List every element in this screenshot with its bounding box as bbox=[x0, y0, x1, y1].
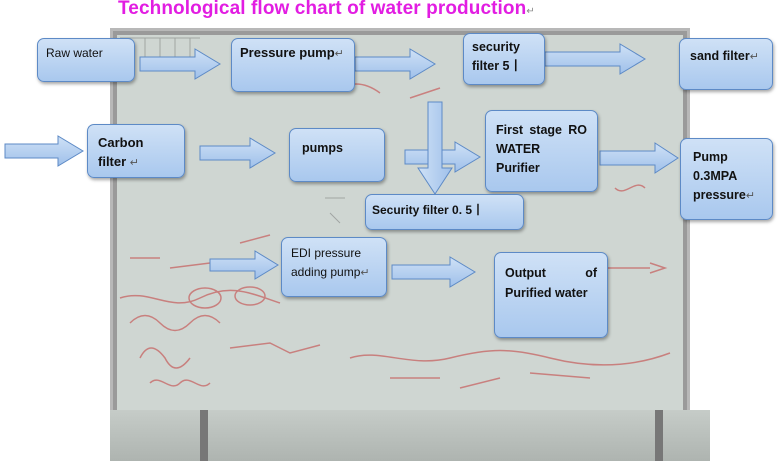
node-raw-water: Raw water bbox=[37, 38, 135, 82]
arrow-inflow-to-carbon bbox=[4, 135, 84, 167]
node-output: Output of Purified water bbox=[494, 252, 608, 338]
paragraph-mark: ↵ bbox=[749, 51, 759, 63]
node-security-filter-05-label: Security filter 0. 5丨 bbox=[372, 203, 485, 217]
node-output-label: Output of Purified water bbox=[505, 266, 597, 300]
paragraph-mark: ↵ bbox=[360, 267, 370, 279]
node-carbon-filter: Carbon filter ↵ bbox=[87, 124, 185, 178]
arrow-edi-to-output bbox=[391, 256, 476, 288]
arrow-carbon-to-pumps bbox=[199, 137, 276, 169]
arrow-into-edi bbox=[209, 250, 279, 280]
node-edi-pump: EDI pressure adding pump↵ bbox=[281, 237, 387, 297]
paragraph-mark: ↵ bbox=[334, 48, 344, 60]
node-carbon-filter-label: Carbon filter bbox=[98, 135, 144, 169]
paragraph-mark: ↵ bbox=[129, 157, 140, 169]
paragraph-mark: ↵ bbox=[526, 6, 535, 17]
floor-background bbox=[110, 410, 710, 461]
node-sand-filter: sand filter↵ bbox=[679, 38, 773, 90]
node-security-filter-5: security filter 5丨 bbox=[463, 33, 545, 85]
board-leg bbox=[200, 410, 208, 461]
node-first-stage-ro-label: First stage RO WATER Purifier bbox=[496, 123, 587, 175]
node-pump-pressure: Pump 0.3MPA pressure↵ bbox=[680, 138, 773, 220]
paragraph-mark: ↵ bbox=[745, 190, 756, 202]
whiteboard-scribbles bbox=[119, 37, 671, 389]
node-edi-pump-label: EDI pressure adding pump bbox=[291, 246, 362, 279]
node-pressure-pump: Pressure pump↵ bbox=[231, 38, 355, 92]
node-sand-filter-label: sand filter bbox=[690, 49, 750, 63]
board-leg bbox=[655, 410, 663, 461]
node-pumps-label: pumps bbox=[302, 141, 343, 155]
arrow-security-to-sand bbox=[544, 43, 646, 75]
arrow-pressure-to-security bbox=[354, 48, 436, 80]
title-text: Technological flow chart of water produc… bbox=[118, 0, 527, 19]
arrow-raw-to-pressure bbox=[139, 48, 221, 80]
node-pressure-pump-label: Pressure pump bbox=[240, 45, 335, 60]
diagram-title: Technological flow chart of water produc… bbox=[118, 0, 535, 20]
node-first-stage-ro: First stage RO WATER Purifier bbox=[485, 110, 598, 192]
node-raw-water-label: Raw water bbox=[46, 46, 103, 60]
node-pumps: pumps bbox=[289, 128, 385, 182]
arrow-ro-to-pump bbox=[599, 142, 679, 174]
node-security-filter-5-label: security filter 5丨 bbox=[472, 40, 523, 73]
node-security-filter-05: Security filter 0. 5丨 bbox=[365, 194, 524, 230]
arrow-security-down bbox=[417, 101, 453, 195]
node-pump-pressure-label: Pump 0.3MPA pressure bbox=[693, 150, 746, 202]
